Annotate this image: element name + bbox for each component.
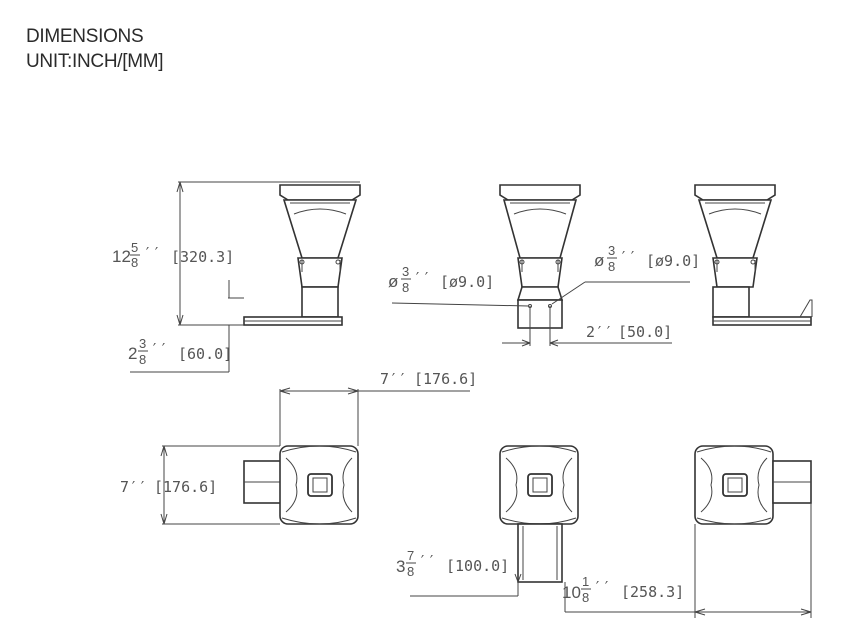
hole-right-mm: [ø9.0]: [646, 252, 700, 270]
top-width-mm: [176.6]: [414, 370, 477, 388]
height-mark: ′′: [143, 244, 161, 262]
top-view-right: 10 1 8 ′′ [258.3]: [562, 445, 812, 618]
hole-right-mark: ′′: [619, 248, 637, 266]
hole-spacing-inch: 2′′: [586, 323, 613, 341]
arm-height-whole: 2: [128, 344, 137, 363]
arm-height-den: 8: [139, 352, 146, 367]
total-length-num: 1: [582, 574, 589, 589]
hole-left-den: 8: [402, 280, 409, 295]
arm-height-mm: [60.0]: [178, 345, 232, 363]
top-depth-inch: 7′′: [120, 478, 147, 496]
height-den: 8: [131, 255, 138, 270]
hole-spacing-mm: [50.0]: [618, 323, 672, 341]
hole-right-symbol: ø: [594, 251, 604, 270]
top-view-left: 7′′ [176.6] 7′′ [176.6]: [120, 370, 477, 525]
height-mm: [320.3]: [171, 248, 234, 266]
arm-length-whole: 3: [396, 557, 405, 576]
hole-left-mark: ′′: [413, 269, 431, 287]
height-num: 5: [131, 240, 138, 255]
side-view-right: [694, 184, 813, 326]
top-width-inch: 7′′: [380, 370, 407, 388]
arm-length-num: 7: [407, 548, 414, 563]
total-length-mm: [258.3]: [621, 583, 684, 601]
side-view-left: 12 5 8 ′′ [320.3] 2 3 8 ′′ [60.0]: [112, 181, 361, 373]
arm-length-den: 8: [407, 564, 414, 579]
title-line-dimensions: DIMENSIONS: [26, 26, 144, 47]
hole-left-mm: [ø9.0]: [440, 273, 494, 291]
total-length-mark: ′′: [593, 578, 611, 596]
hole-right-den: 8: [608, 259, 615, 274]
arm-length-mm: [100.0]: [446, 557, 509, 575]
height-whole: 12: [112, 247, 131, 266]
arm-height-num: 3: [139, 336, 146, 351]
total-length-den: 8: [582, 590, 589, 605]
arm-length-mark: ′′: [418, 552, 436, 570]
drawing-title: DIMENSIONS UNIT:INCH/[MM]: [26, 24, 164, 74]
top-view-center: 3 7 8 ′′ [100.0]: [396, 445, 579, 612]
hole-left-symbol: ø: [388, 272, 398, 291]
hole-left-num: 3: [402, 264, 409, 279]
front-view-center: ø 3 8 ′′ [ø9.0] ø 3 8 ′′ [ø9.0] 2′′ [50.…: [388, 184, 700, 347]
top-depth-mm: [176.6]: [154, 478, 217, 496]
title-line-unit: UNIT:INCH/[MM]: [26, 51, 164, 72]
total-length-whole: 10: [562, 583, 581, 602]
arm-height-mark: ′′: [150, 340, 168, 358]
hole-right-num: 3: [608, 243, 615, 258]
